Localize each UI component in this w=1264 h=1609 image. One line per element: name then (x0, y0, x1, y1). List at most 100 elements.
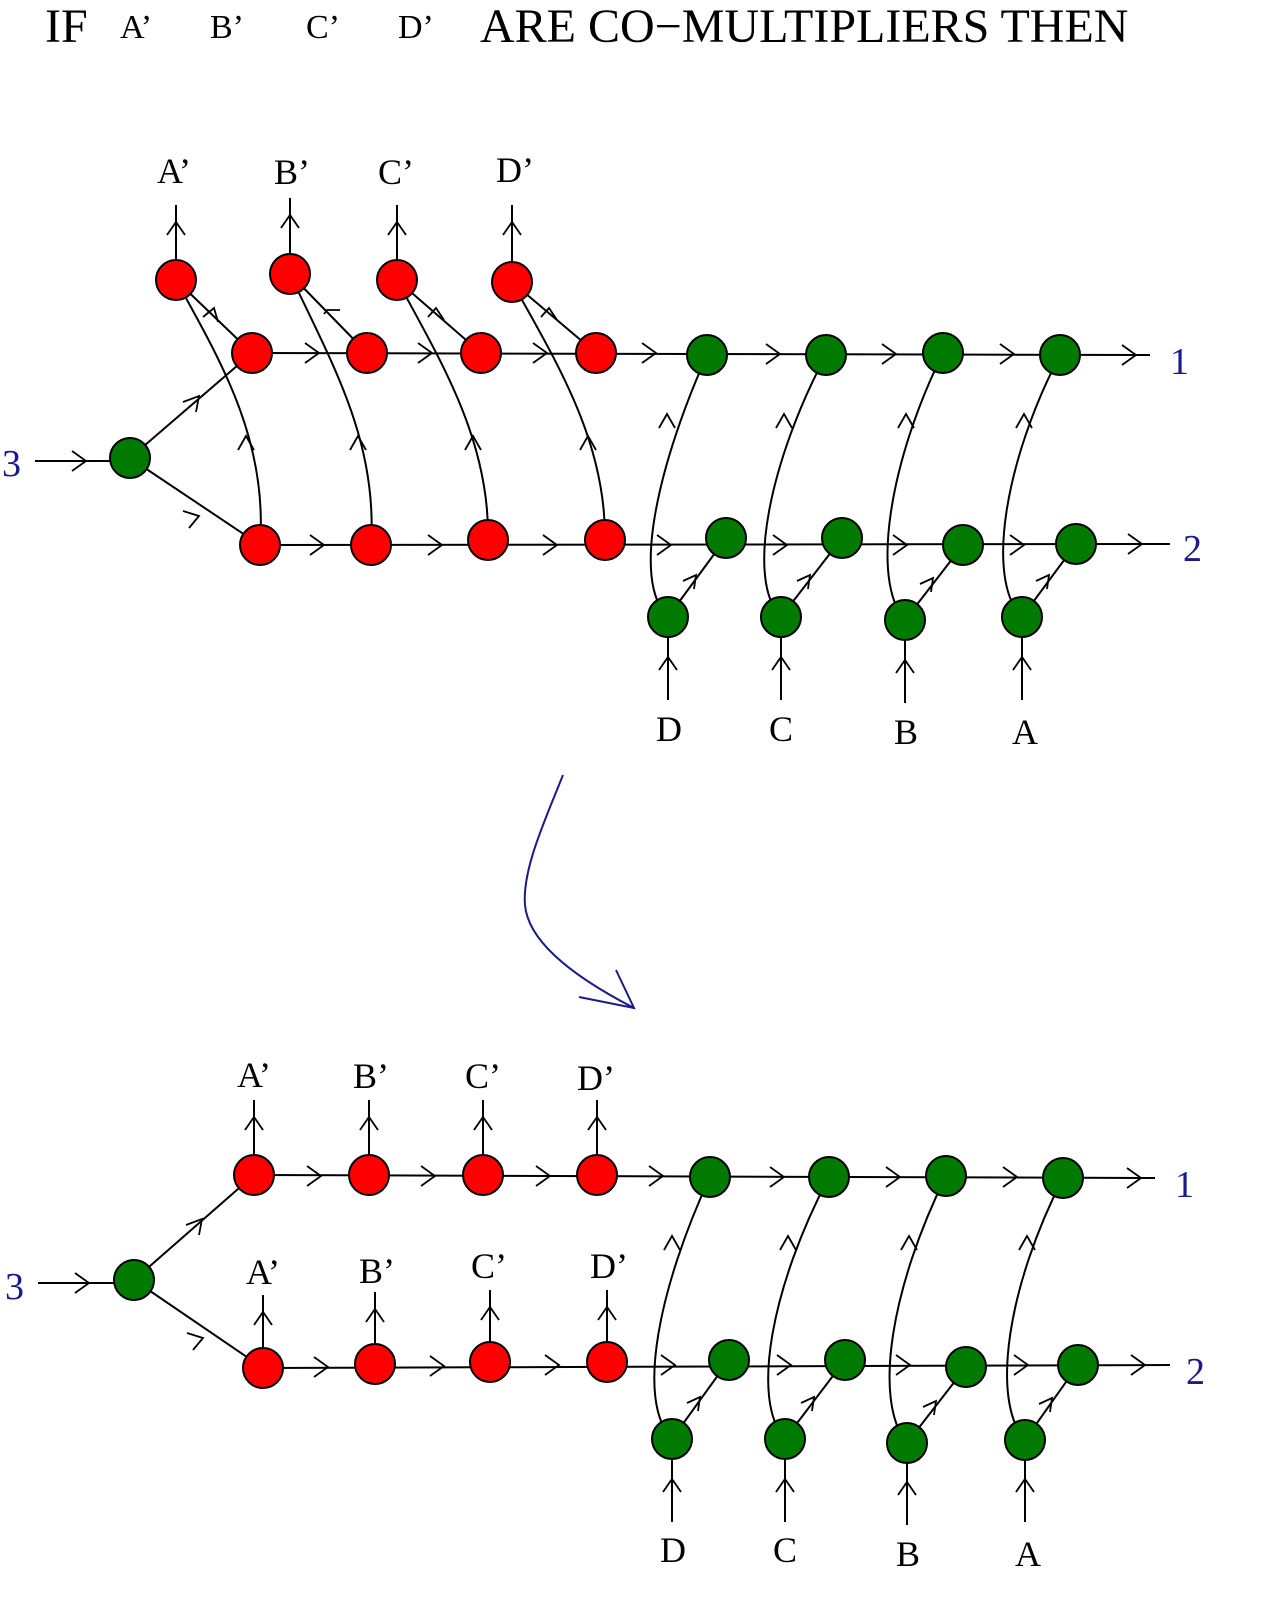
bottom-row1-green-1 (689, 1156, 731, 1198)
bottom-green-curve-b (888, 1175, 947, 1444)
bottom-green-curve-a (1006, 1177, 1064, 1441)
top-row1-green-3 (922, 332, 964, 374)
top-arrow-out-d (502, 220, 522, 236)
bottom-arrow-out-bot-b (365, 1307, 385, 1323)
top-arrow-r2b (427, 534, 444, 556)
bottom-row2-red-3 (469, 1341, 511, 1383)
top-arrow-r1c (881, 343, 898, 365)
bottom-arrow-r2g (1013, 1354, 1030, 1376)
top-out-label-a: A’ (157, 151, 191, 191)
bottom-port-1: 1 (1175, 1164, 1194, 1206)
bottom-arrow-r1d (648, 1165, 665, 1187)
top-row2-red-1 (239, 524, 281, 566)
bottom-in-label-b: B (896, 1534, 920, 1574)
bottom-arrow-r1a (306, 1165, 323, 1187)
bottom-arrow-r1g (1002, 1166, 1019, 1188)
bottom-arrow-r2c (544, 1354, 561, 1376)
bottom-arrow-r1b (420, 1165, 437, 1187)
top-arrow-cross-d (579, 434, 597, 451)
bottom-arrow-gcurve-b (900, 1234, 918, 1251)
bottom-arrow-fork-down (186, 1332, 205, 1351)
bottom-row1-green-2 (808, 1156, 850, 1198)
bottom-out-bot-label-a: A’ (246, 1252, 280, 1292)
top-arrow-diag-d (540, 306, 558, 321)
top-cross-d (511, 281, 607, 541)
bottom-arrow-gcurve-a (1018, 1234, 1036, 1251)
top-green-curve-b (886, 352, 944, 621)
top-arrow-diag-a (202, 306, 219, 323)
bottom-arrow-out-bot-c (480, 1305, 500, 1321)
bottom-in-node-b (886, 1422, 928, 1464)
top-in-node-d (647, 596, 689, 638)
top-fork-down (129, 457, 261, 546)
transition-arrowhead (578, 969, 636, 1010)
bottom-row1-red-1 (233, 1154, 275, 1196)
bottom-arrow-r1e (769, 1166, 786, 1188)
bottom-row1-green-3 (925, 1155, 967, 1197)
top-out-node-a (155, 259, 197, 301)
top-arrow-fork-down (182, 510, 201, 529)
bottom-arrow-gcurve-d (663, 1234, 681, 1251)
bottom-arrow-fork-up (185, 1217, 204, 1236)
bottom-in-label-d: D (660, 1530, 686, 1570)
bottom-arrow-in-d (662, 1477, 682, 1493)
top-arrow-r1-red2 (417, 342, 434, 364)
top-arrow-out-a (166, 220, 186, 236)
top-arrow-out-c (387, 220, 407, 236)
header-if: IF (45, 0, 88, 53)
top-arrow-r1-red1 (304, 342, 321, 364)
bottom-row1-green-4 (1042, 1157, 1084, 1199)
header-var-c: C’ (306, 9, 340, 46)
bottom-fork-node (113, 1259, 155, 1301)
top-arrow-r2c (542, 534, 559, 556)
top-row2-green-2 (821, 517, 863, 559)
bottom-in-node-c (764, 1418, 806, 1460)
top-cross-b (289, 273, 373, 546)
header-var-a: A’ (120, 9, 152, 46)
top-out-node-b (269, 253, 311, 295)
top-arrow-2 (1127, 533, 1144, 555)
top-out-node-c (376, 259, 418, 301)
top-arrow-gcurve-a (1015, 412, 1033, 429)
top-arrow-in-a (1012, 655, 1032, 671)
transition-curve (523, 774, 635, 1009)
bottom-arrow-in-b (897, 1480, 917, 1496)
bottom-green-curve-c (767, 1176, 830, 1440)
top-in-node-c (760, 596, 802, 638)
bottom-in-node-a (1004, 1419, 1046, 1461)
top-green-curve-a (1002, 354, 1061, 618)
top-row2-green-3 (942, 524, 984, 566)
top-arrow-fork-up (182, 394, 201, 413)
top-arrow-input (71, 450, 88, 472)
bottom-arrow-input (74, 1272, 91, 1294)
top-in-node-b (884, 599, 926, 641)
bottom-fork-up (133, 1174, 255, 1281)
top-green-curve-c (763, 354, 827, 618)
top-arrow-r1d (999, 343, 1016, 365)
top-arrow-r1a (641, 342, 658, 364)
bottom-row2-red-1 (242, 1347, 284, 1389)
top-arrow-diag-c (427, 306, 445, 321)
top-arrow-gcurve-c (775, 412, 793, 429)
top-arrow-1 (1121, 344, 1138, 366)
bottom-out-bot-label-b: B’ (359, 1251, 395, 1291)
top-fork-up (129, 352, 253, 459)
top-in-label-d: D (656, 709, 682, 749)
top-arrow-glink-a (1035, 573, 1051, 590)
top-arrow-r2f (892, 534, 909, 556)
top-row1-green-1 (686, 334, 728, 376)
bottom-row1-red-2 (348, 1154, 390, 1196)
bottom-arrow-gcurve-c (779, 1234, 797, 1251)
header-var-b: B’ (210, 9, 244, 46)
bottom-in-label-c: C (773, 1530, 797, 1570)
top-arrow-glink-b (919, 576, 935, 593)
rewrite-transition-arrow (523, 774, 636, 1010)
top-arrow-r1-red3 (532, 342, 549, 364)
top-in-label-a: A (1012, 712, 1038, 752)
top-arrow-cross-c (464, 434, 482, 451)
bottom-arrow-r2d (660, 1354, 677, 1376)
bottom-port-2: 2 (1186, 1351, 1205, 1393)
top-arrow-out-b (280, 213, 300, 229)
bottom-arrow-glink-c (800, 1395, 816, 1412)
top-arrowheads (71, 213, 1144, 674)
